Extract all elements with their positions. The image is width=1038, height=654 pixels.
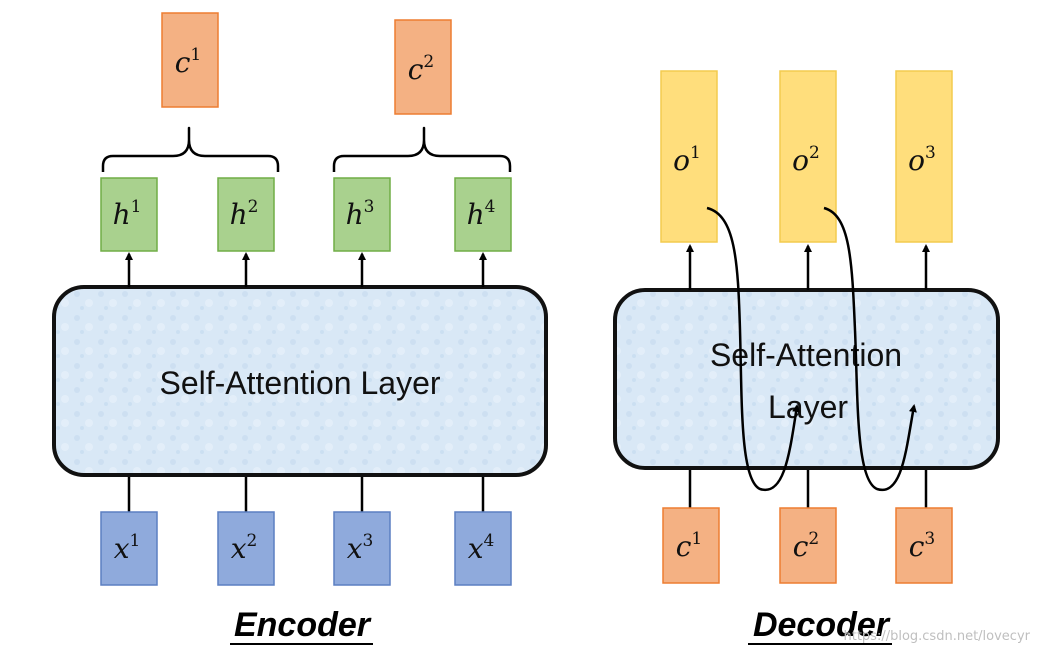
decoder-input-c2: c2 bbox=[779, 507, 837, 584]
encoder-hidden-h1: h1 bbox=[100, 177, 158, 252]
svg-text:c2: c2 bbox=[408, 52, 435, 86]
encoder-input-x2: x2 bbox=[217, 511, 275, 586]
decoder-input-c3: c3 bbox=[895, 507, 953, 584]
svg-text:c2: c2 bbox=[793, 529, 820, 563]
encoder-self-attention-layer bbox=[52, 285, 548, 477]
encoder-input-x3: x3 bbox=[333, 511, 391, 586]
svg-text:c1: c1 bbox=[175, 45, 202, 79]
encoder-hidden-h4: h4 bbox=[454, 177, 512, 252]
encoder-caption: Encoder bbox=[234, 606, 372, 644]
watermark: https://blog.csdn.net/lovecyr bbox=[843, 629, 1030, 644]
decoder-layer-label-line2: Layer bbox=[768, 389, 848, 425]
feedback-curve-o1-to-c2 bbox=[706, 206, 801, 492]
svg-text:x1: x1 bbox=[114, 531, 141, 565]
encoder-context-c1: c1 bbox=[161, 12, 219, 108]
svg-text:h4: h4 bbox=[467, 197, 496, 231]
encoder: Self-Attention Layer x1 x2 x3 x4 bbox=[52, 12, 548, 645]
svg-text:x4: x4 bbox=[468, 531, 495, 565]
encoder-hidden-h3: h3 bbox=[333, 177, 391, 252]
svg-text:h1: h1 bbox=[113, 197, 142, 231]
decoder-input-c1: c1 bbox=[662, 507, 720, 584]
feedback-curve-o2-to-c3 bbox=[823, 206, 917, 492]
encoder-layer-label: Self-Attention Layer bbox=[159, 365, 440, 401]
decoder-self-attention-layer bbox=[613, 288, 1000, 470]
svg-text:x2: x2 bbox=[231, 531, 258, 565]
svg-text:o3: o3 bbox=[908, 143, 936, 177]
encoder-input-x1: x1 bbox=[100, 511, 158, 586]
brace-left-group bbox=[101, 126, 280, 172]
decoder-output-o1: o1 bbox=[660, 70, 718, 243]
svg-text:o2: o2 bbox=[792, 143, 820, 177]
svg-text:o1: o1 bbox=[673, 143, 701, 177]
decoder-caption: Decoder bbox=[753, 606, 891, 644]
svg-text:c1: c1 bbox=[676, 529, 703, 563]
svg-text:h3: h3 bbox=[346, 197, 375, 231]
decoder-layer-label-line1: Self-Attention bbox=[710, 337, 902, 373]
decoder: Self-Attention Layer o1 o2 o3 c1 bbox=[613, 70, 1000, 645]
encoder-input-x4: x4 bbox=[454, 511, 512, 586]
svg-text:c3: c3 bbox=[909, 529, 936, 563]
svg-text:x3: x3 bbox=[347, 531, 374, 565]
decoder-output-o3: o3 bbox=[895, 70, 953, 243]
brace-right-group bbox=[332, 126, 512, 172]
decoder-output-o2: o2 bbox=[779, 70, 837, 243]
svg-text:h2: h2 bbox=[230, 197, 259, 231]
encoder-hidden-h2: h2 bbox=[217, 177, 275, 252]
encoder-context-c2: c2 bbox=[394, 19, 452, 115]
